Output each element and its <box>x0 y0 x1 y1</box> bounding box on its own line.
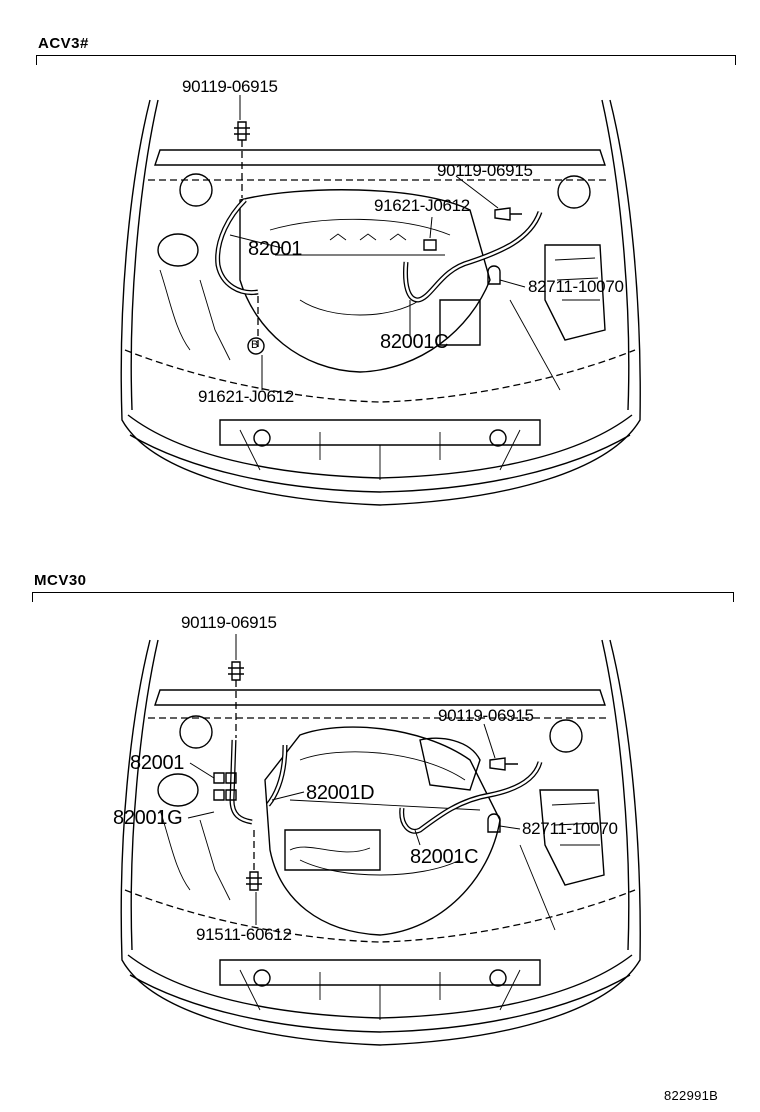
clamp-center-icon <box>423 239 437 251</box>
intake-box <box>284 829 381 871</box>
label-bolt-top-mcv30: 90119-06915 <box>181 613 277 632</box>
section-title-mcv30: MCV30 <box>34 572 87 589</box>
throttle-body <box>419 737 481 791</box>
headlamp-mount-right <box>489 429 507 447</box>
battery <box>544 244 606 341</box>
strut-tower-right-2 <box>549 719 583 753</box>
cowl-panel <box>154 149 606 166</box>
bolt-bottom-icon <box>246 871 262 891</box>
engine-ribs <box>329 233 407 241</box>
strut-tower-left-2 <box>179 715 213 749</box>
label-clamp-center-acv3: 91621-J0612 <box>374 196 470 215</box>
ground-wire-82001c-mcv <box>399 761 543 834</box>
section-rule-tick-left <box>36 55 37 65</box>
label-clamp-bottom-acv3: 91621-J0612 <box>198 387 294 406</box>
section-title-acv3: ACV3# <box>38 35 89 52</box>
battery-2 <box>539 789 605 886</box>
bolt-right-icon <box>494 207 522 221</box>
crossmember-braces <box>239 429 521 480</box>
label-wire-82001-mcv30: 82001 <box>130 752 185 774</box>
callout-b-circle <box>247 337 265 355</box>
connector-blocks <box>213 772 237 801</box>
reservoir-left <box>157 233 199 267</box>
figure-id: 822991B <box>664 1088 719 1103</box>
strut-tower-right <box>557 175 591 209</box>
fuse-box <box>439 299 481 346</box>
section-rule-mcv30 <box>32 592 734 593</box>
crossmember-2 <box>219 959 541 986</box>
strut-tower-left <box>179 173 213 207</box>
label-clamp-right-acv3: 82711-10070 <box>528 277 624 296</box>
engine-bay-drawing-acv3 <box>120 95 641 506</box>
section-rule-acv3 <box>36 55 736 56</box>
hood-outline-left-inner <box>130 99 159 411</box>
section-rule-tick-left-2 <box>32 592 33 602</box>
bolt-top-icon-2 <box>228 661 244 681</box>
section-rule-tick-right <box>735 55 736 65</box>
bolt-right-icon-2 <box>489 757 518 771</box>
engine-block <box>239 189 491 373</box>
clamp-right-icon <box>487 265 501 285</box>
label-bolt-bottom-mcv30: 91511-60612 <box>196 925 292 944</box>
label-bolt-right-mcv30: 90119-06915 <box>438 706 534 725</box>
label-wire-82001g-mcv30: 82001G <box>113 807 183 829</box>
headlamp-mount-left <box>253 429 271 447</box>
label-wire-82001c-acv3: 82001C <box>380 331 449 353</box>
clamp-right-icon-2 <box>487 813 501 833</box>
crossmember <box>219 419 541 446</box>
battery-details <box>554 257 600 301</box>
section-rule-tick-right-2 <box>733 592 734 602</box>
hood-outline-outer <box>120 99 641 506</box>
label-bolt-right-acv3: 90119-06915 <box>437 161 533 180</box>
label-wire-82001-acv3: 82001 <box>248 238 303 260</box>
hood-outline-right-inner <box>601 99 630 411</box>
radiator-support-dashed <box>124 349 636 403</box>
engine-block-v6 <box>264 726 501 936</box>
ground-wire-82001-mcv <box>229 739 253 825</box>
left-hoses <box>159 269 231 361</box>
cowl-panel-2 <box>154 689 606 706</box>
label-bolt-top-acv3: 90119-06915 <box>182 77 278 96</box>
bolt-top-icon <box>234 121 250 141</box>
label-clamp-right-mcv30: 82711-10070 <box>522 819 618 838</box>
label-wire-82001d-mcv30: 82001D <box>306 782 375 804</box>
hood-outline-outer-2 <box>120 639 641 1046</box>
callout-b-letter: B <box>251 339 259 351</box>
bumper-curve-2 <box>129 434 631 493</box>
label-wire-82001c-mcv30: 82001C <box>410 846 479 868</box>
battery-hold-rod <box>509 299 561 391</box>
